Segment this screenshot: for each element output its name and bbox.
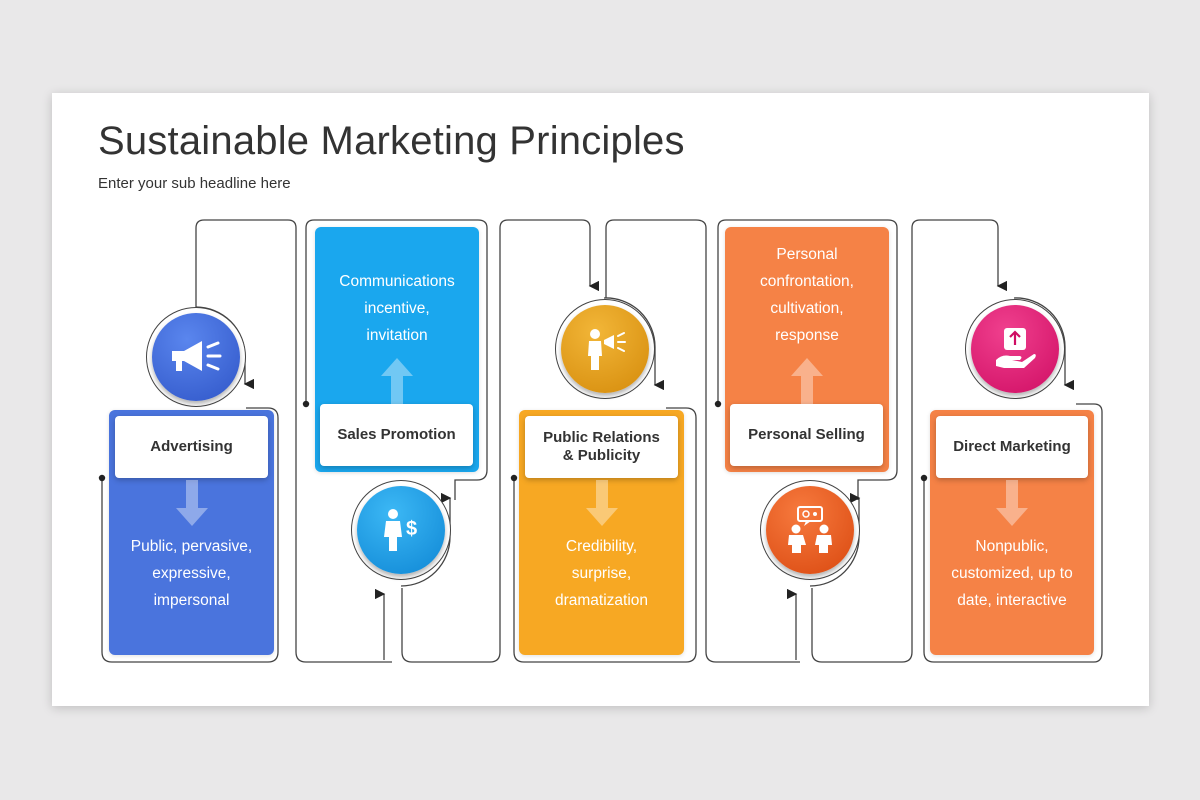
sales-promotion-label: Sales Promotion xyxy=(320,404,473,466)
speaker-megaphone-icon xyxy=(588,329,626,370)
description-line: response xyxy=(775,327,839,344)
personal-selling-description: Personal confrontation, cultivation, res… xyxy=(725,241,889,349)
description-line: date, interactive xyxy=(957,592,1067,609)
advertising-description: Public, pervasive, expressive, impersona… xyxy=(109,533,274,614)
direct-icon-circle xyxy=(971,305,1059,393)
description-line: invitation xyxy=(366,327,428,344)
hand-box-icon xyxy=(996,328,1036,368)
pr-icon-circle xyxy=(561,305,649,393)
description-line: Nonpublic, xyxy=(975,538,1049,555)
megaphone-icon xyxy=(172,341,222,371)
description-line: confrontation, xyxy=(760,273,854,290)
description-line: Public, pervasive, xyxy=(130,538,253,555)
down-arrow-icon xyxy=(586,480,618,526)
up-arrow-icon xyxy=(381,358,413,404)
down-arrow-icon xyxy=(176,480,208,526)
public-relations-label: Public Relations & Publicity xyxy=(525,416,678,478)
description-line: Personal xyxy=(776,246,838,263)
sales-icon-circle: $ xyxy=(357,486,445,574)
page-title: Sustainable Marketing Principles xyxy=(98,119,685,163)
people-meeting-icon xyxy=(788,506,832,553)
direct-marketing-label: Direct Marketing xyxy=(936,416,1088,478)
selling-icon-circle xyxy=(766,486,854,574)
description-line: surprise, xyxy=(571,565,632,582)
salesman-dollar-icon: $ xyxy=(384,509,417,551)
svg-text:$: $ xyxy=(406,518,417,540)
description-line: expressive, xyxy=(152,565,231,582)
description-line: Credibility, xyxy=(565,538,638,555)
description-line: Communications xyxy=(339,273,455,290)
public-relations-description: Credibility, surprise, dramatization xyxy=(519,533,684,614)
direct-marketing-description: Nonpublic, customized, up to date, inter… xyxy=(930,533,1094,614)
down-arrow-icon xyxy=(996,480,1028,526)
description-line: customized, up to xyxy=(951,565,1073,582)
advertising-label: Advertising xyxy=(115,416,268,478)
description-line: cultivation, xyxy=(770,300,844,317)
up-arrow-icon xyxy=(791,358,823,404)
description-line: dramatization xyxy=(554,592,649,609)
description-line: impersonal xyxy=(153,592,230,609)
page-subtitle: Enter your sub headline here xyxy=(98,175,291,192)
advertising-icon-circle xyxy=(152,313,240,401)
personal-selling-label: Personal Selling xyxy=(730,404,883,466)
sales-promotion-description: Communications incentive, invitation xyxy=(315,268,479,349)
description-line: incentive, xyxy=(364,300,430,317)
